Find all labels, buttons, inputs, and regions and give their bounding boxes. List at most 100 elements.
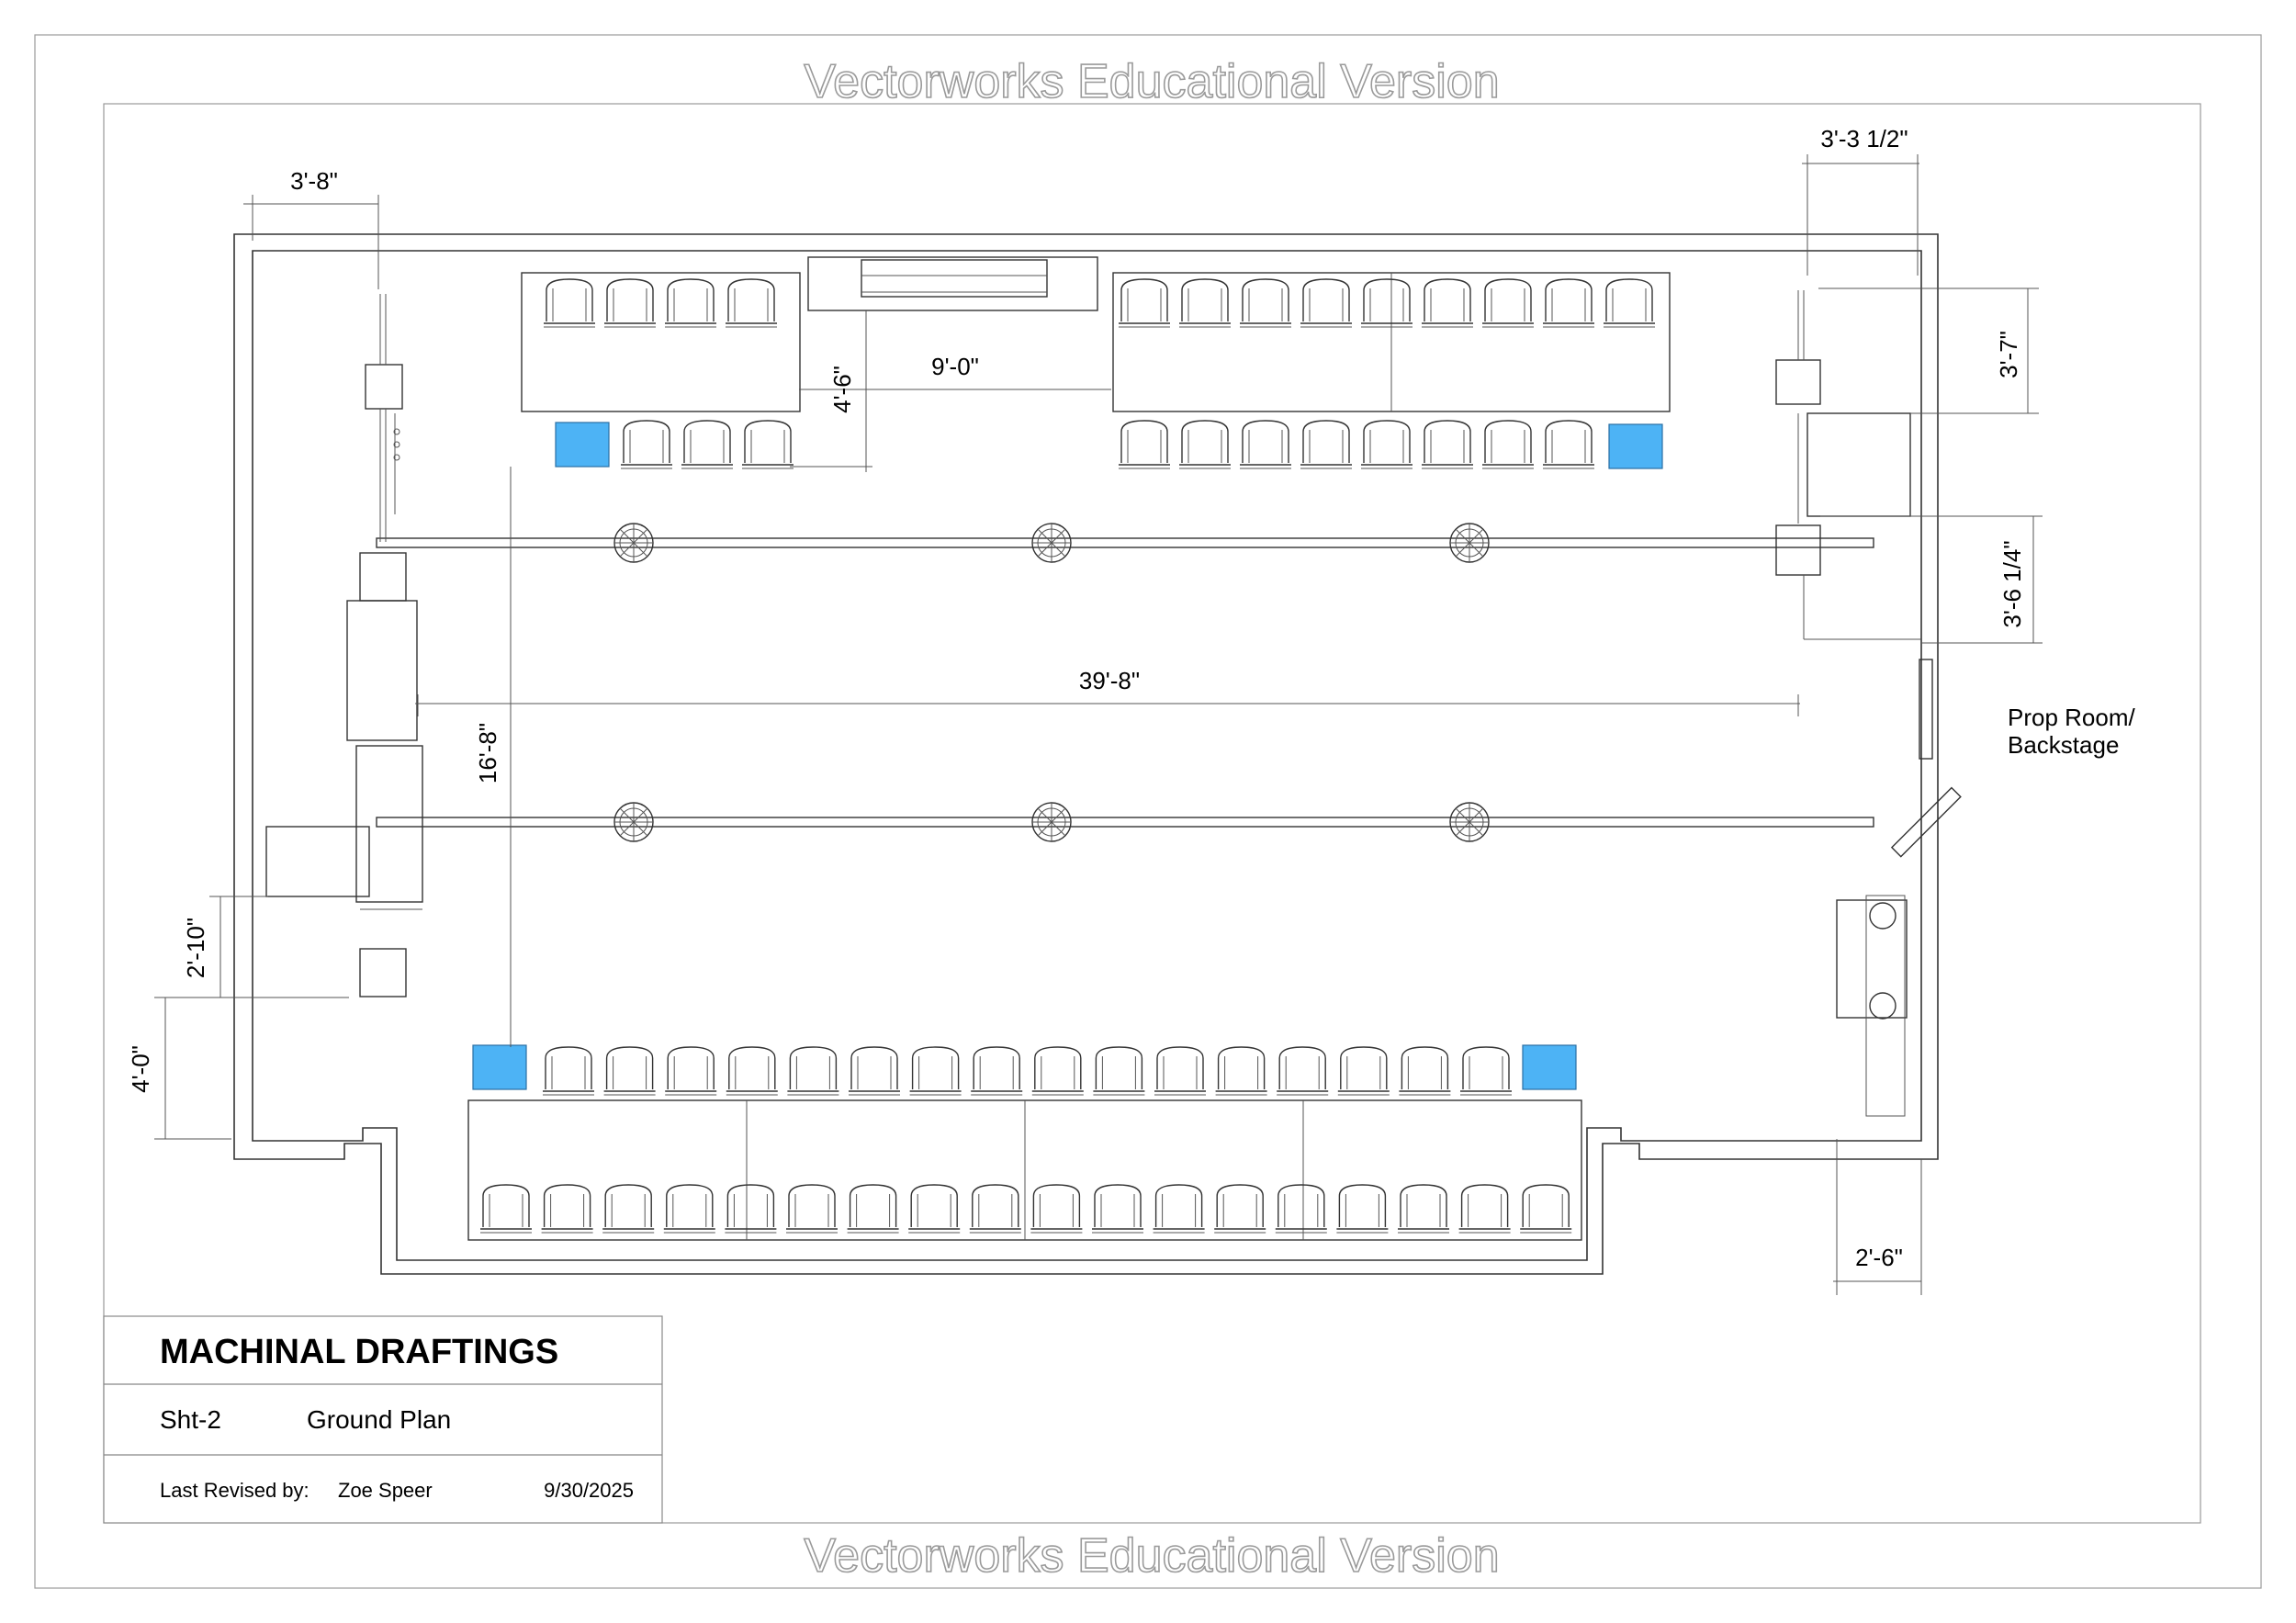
chair-icon xyxy=(908,1046,962,1096)
sheet-number: Sht-2 xyxy=(160,1405,221,1434)
chair-icon xyxy=(1091,1184,1144,1234)
chair-icon xyxy=(1239,420,1292,469)
chair-icon xyxy=(1154,1046,1207,1096)
stage-light-icon xyxy=(1031,802,1072,842)
chair-icon xyxy=(664,278,717,328)
revised-by: Zoe Speer xyxy=(338,1479,433,1502)
upper-centre-unit xyxy=(807,256,1098,311)
seating xyxy=(479,278,1656,1234)
top-left-rostrum xyxy=(521,272,801,412)
chair-icon xyxy=(1519,1184,1572,1234)
chair-icon xyxy=(1239,278,1292,328)
bottom-rostrum xyxy=(467,1099,1582,1241)
revision-date: 9/30/2025 xyxy=(544,1479,634,1502)
dim-3-8: 3'-8" xyxy=(290,167,338,195)
stage-light-icon xyxy=(1449,523,1490,563)
lighting-pipes xyxy=(376,537,1874,828)
dim-3-7: 3'-7" xyxy=(1995,331,2022,378)
chair-icon xyxy=(741,420,794,469)
chair-icon xyxy=(1397,1184,1450,1234)
chair-icon xyxy=(785,1184,838,1234)
chair-icon xyxy=(1360,420,1413,469)
chair-icon xyxy=(1337,1046,1390,1096)
drawing-border xyxy=(103,103,2201,1524)
chair-icon xyxy=(1275,1184,1328,1234)
blue-marker-icon xyxy=(555,422,610,468)
chair-icon xyxy=(1481,278,1535,328)
chair-icon xyxy=(969,1184,1022,1234)
backstage-label: Backstage xyxy=(2008,731,2119,759)
chair-icon xyxy=(620,420,673,469)
chair-icon xyxy=(1178,420,1232,469)
prop-room-label: Prop Room/ xyxy=(2008,704,2135,731)
chair-icon xyxy=(1421,278,1474,328)
chair-icon xyxy=(603,278,657,328)
stage-light-icon xyxy=(1449,802,1490,842)
chair-icon xyxy=(1178,278,1232,328)
chair-icon xyxy=(1300,420,1353,469)
left-structures xyxy=(265,294,423,997)
chair-icon xyxy=(1481,420,1535,469)
dim-9-0: 9'-0" xyxy=(931,353,979,380)
chair-icon xyxy=(786,1046,840,1096)
theatre-walls xyxy=(233,233,1939,1275)
chair-icon xyxy=(725,278,778,328)
chair-icon xyxy=(1300,278,1353,328)
chair-icon xyxy=(543,278,596,328)
stage-light-icon xyxy=(1031,523,1072,563)
chair-icon xyxy=(1276,1046,1329,1096)
stage-lights xyxy=(613,523,1490,842)
watermark-top: Vectorworks Educational Version xyxy=(804,55,1499,108)
blue-marker-icon xyxy=(472,1044,527,1090)
chair-icon xyxy=(479,1184,533,1234)
chair-icon xyxy=(1030,1184,1084,1234)
chair-icon xyxy=(681,420,734,469)
stage-light-icon xyxy=(613,523,654,563)
chair-icon xyxy=(542,1046,595,1096)
chair-icon xyxy=(1458,1184,1512,1234)
chair-icon xyxy=(907,1184,961,1234)
dim-16-8: 16'-8" xyxy=(474,723,501,783)
blue-marker-icon xyxy=(1522,1044,1577,1090)
dim-4-0: 4'-0" xyxy=(127,1045,154,1093)
chair-icon xyxy=(726,1046,779,1096)
dim-2-6: 2'-6" xyxy=(1855,1244,1903,1271)
chair-icon xyxy=(724,1184,778,1234)
chair-icon xyxy=(1118,278,1171,328)
chair-icon xyxy=(1459,1046,1513,1096)
top-right-rostrum xyxy=(1112,272,1671,412)
chair-icon xyxy=(1092,1046,1146,1096)
right-structures xyxy=(1775,290,1962,1117)
chair-icon xyxy=(663,1184,716,1234)
chair-icon xyxy=(1213,1184,1266,1234)
chair-icon xyxy=(1542,420,1595,469)
watermark-bottom: Vectorworks Educational Version xyxy=(804,1529,1499,1583)
chair-icon xyxy=(1603,278,1656,328)
chair-icon xyxy=(846,1184,900,1234)
chair-icon xyxy=(848,1046,901,1096)
blue-markers xyxy=(472,422,1663,1090)
chair-icon xyxy=(540,1184,594,1234)
sheet-name: Ground Plan xyxy=(307,1405,451,1434)
chair-icon xyxy=(970,1046,1023,1096)
dim-3-3-half: 3'-3 1/2" xyxy=(1820,125,1908,152)
dimension-lines xyxy=(154,154,2043,1295)
dim-3-6-quarter: 3'-6 1/4" xyxy=(1998,540,2026,627)
chair-icon xyxy=(1214,1046,1268,1096)
chair-icon xyxy=(602,1046,657,1096)
chair-icon xyxy=(1152,1184,1206,1234)
sheet-border xyxy=(34,34,2262,1589)
chair-icon xyxy=(1360,278,1413,328)
dim-2-10: 2'-10" xyxy=(182,918,209,978)
revised-label: Last Revised by: xyxy=(160,1479,310,1502)
chair-icon xyxy=(664,1046,717,1096)
dim-4-6: 4'-6" xyxy=(828,366,856,413)
title-block xyxy=(103,1315,663,1524)
dim-39-8: 39'-8" xyxy=(1079,667,1140,694)
chair-icon xyxy=(1335,1184,1390,1234)
drawing-title: MACHINAL DRAFTINGS xyxy=(160,1333,558,1371)
blue-marker-icon xyxy=(1608,423,1663,469)
chair-icon xyxy=(1421,420,1474,469)
chair-icon xyxy=(1542,278,1595,328)
